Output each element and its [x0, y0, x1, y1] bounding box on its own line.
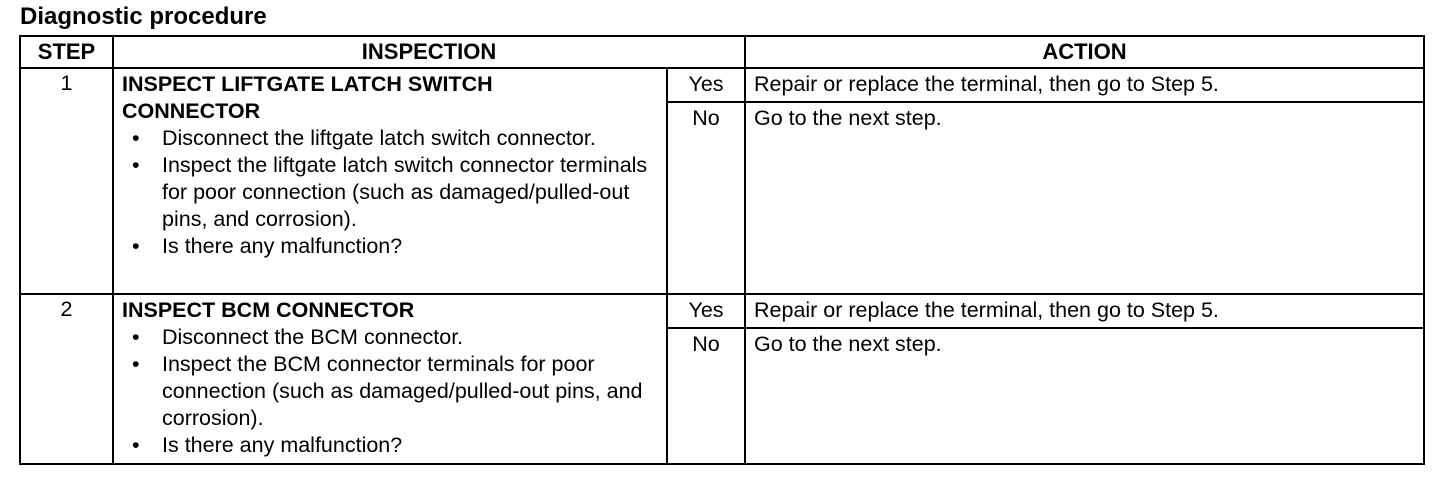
inspection-title: INSPECT LIFTGATE LATCH SWITCH CONNECTOR: [122, 72, 493, 123]
header-action: ACTION: [744, 35, 1425, 69]
inspection-list: •Disconnect the liftgate latch switch co…: [122, 125, 660, 260]
header-inspection: INSPECTION: [112, 35, 746, 69]
answer-no: No: [666, 327, 746, 465]
answer-yes: Yes: [666, 293, 746, 329]
table-header-row: STEP INSPECTION ACTION: [19, 35, 1425, 69]
bullet-icon: •: [132, 126, 140, 150]
list-item: •Disconnect the BCM connector.: [132, 325, 464, 349]
diagnostic-table: STEP INSPECTION ACTION 1 INSPECT LIFTGAT…: [19, 35, 1425, 465]
page-title: Diagnostic procedure: [20, 3, 267, 30]
list-item: •Inspect the BCM connector terminals for…: [132, 352, 643, 430]
list-item: •Is there any malfunction?: [132, 433, 403, 457]
list-item: •Inspect the liftgate latch switch conne…: [132, 153, 648, 231]
table-row: No Go to the next step.: [20, 327, 1425, 465]
inspection-cell: INSPECT BCM CONNECTOR •Disconnect the BC…: [112, 293, 668, 465]
bullet-icon: •: [132, 352, 140, 376]
bullet-icon: •: [132, 234, 140, 258]
action-no: Go to the next step.: [744, 101, 1425, 295]
inspection-cell: INSPECT LIFTGATE LATCH SWITCH CONNECTOR …: [112, 67, 668, 295]
action-yes: Repair or replace the terminal, then go …: [744, 293, 1425, 329]
answer-yes: Yes: [666, 67, 746, 103]
action-no: Go to the next step.: [744, 327, 1425, 465]
inspection-list: •Disconnect the BCM connector. •Inspect …: [122, 324, 660, 459]
bullet-icon: •: [132, 153, 140, 177]
table-row: No Go to the next step.: [20, 101, 1425, 295]
bullet-icon: •: [132, 325, 140, 349]
table-row: 1 INSPECT LIFTGATE LATCH SWITCH CONNECTO…: [19, 67, 1425, 295]
step-number: 2: [19, 293, 114, 465]
list-item: •Is there any malfunction?: [132, 234, 403, 258]
step-number: 1: [19, 67, 114, 295]
header-step: STEP: [19, 35, 114, 69]
action-yes: Repair or replace the terminal, then go …: [744, 67, 1425, 103]
list-item: •Disconnect the liftgate latch switch co…: [132, 126, 596, 150]
inspection-title: INSPECT BCM CONNECTOR: [122, 298, 415, 322]
answer-no: No: [666, 101, 746, 295]
bullet-icon: •: [132, 433, 140, 457]
table-row: 2 INSPECT BCM CONNECTOR •Disconnect the …: [19, 293, 1425, 465]
